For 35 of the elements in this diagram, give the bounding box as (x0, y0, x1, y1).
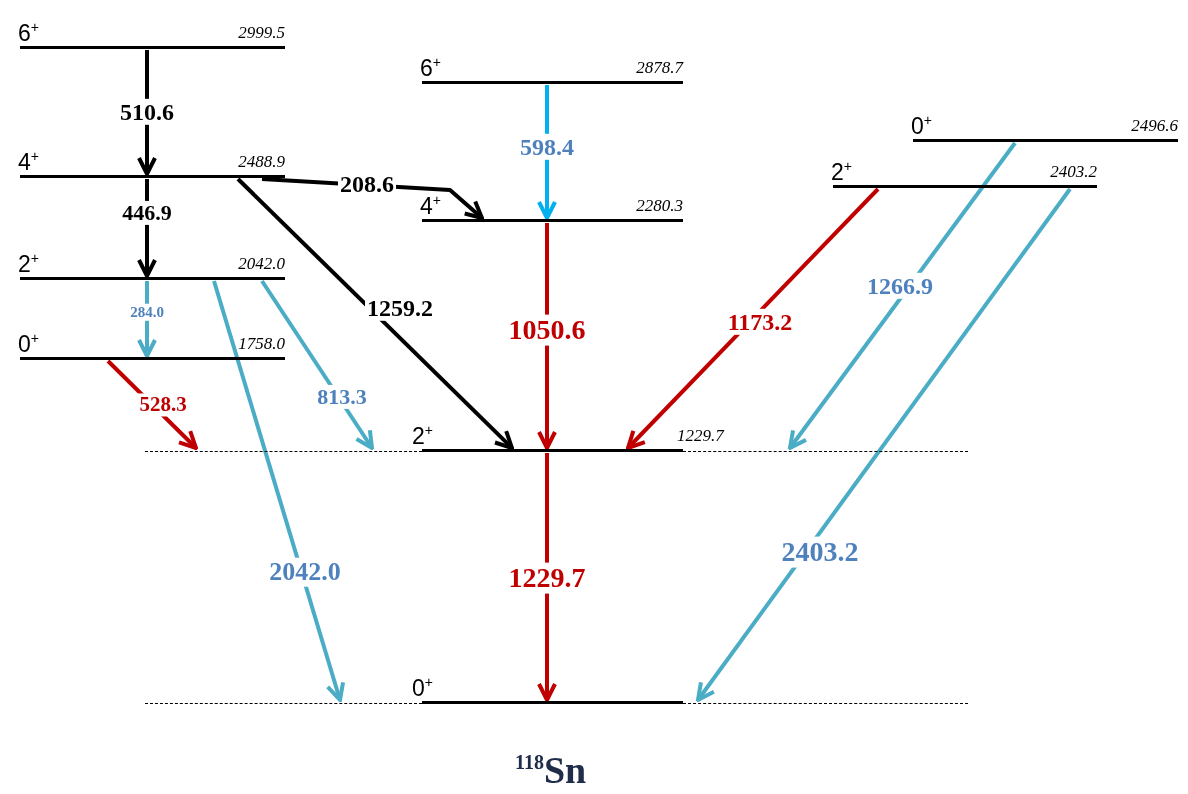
edge-label: 813.3 (315, 384, 369, 410)
energy-value: 2280.3 (636, 197, 683, 215)
spin-parity-label: 6$^{+}$ (420, 53, 441, 80)
edge-label: 446.9 (120, 200, 174, 226)
spin-parity-label: 2$^{+}$ (412, 421, 433, 448)
edge-label: 528.3 (137, 393, 189, 417)
transition-arrow (236, 177, 514, 450)
transition-arrow (696, 187, 1072, 702)
transition-arrow (626, 187, 880, 450)
energy-value: 2488.9 (238, 153, 285, 171)
caption: $^{118}$Sn (515, 748, 587, 792)
spin-parity-label: 0$^{+}$ (18, 329, 39, 356)
energy-value: 2042.0 (238, 255, 285, 273)
spin-parity-label: 4$^{+}$ (18, 147, 39, 174)
edge-label: 510.6 (118, 98, 176, 126)
spin-parity-label: 0$^{+}$ (412, 673, 433, 700)
edge-label: 1266.9 (865, 272, 935, 300)
energy-value: 1758.0 (238, 335, 285, 353)
transition-arrow (260, 279, 374, 450)
transition-arrow (212, 280, 346, 702)
edge-label: 598.4 (518, 133, 576, 161)
energy-value: 2403.2 (1050, 163, 1097, 181)
edge-label: 2042.0 (267, 557, 343, 587)
energy-value: 2496.6 (1131, 117, 1178, 135)
transition-arrow (788, 141, 1017, 450)
spin-parity-label: 2$^{+}$ (831, 157, 852, 184)
spin-parity-label: 6$^{+}$ (18, 18, 39, 45)
energy-value: 2999.5 (238, 24, 285, 42)
spin-parity-label: 0$^{+}$ (911, 111, 932, 138)
edge-label: 2403.2 (779, 536, 861, 568)
spin-parity-label: 2$^{+}$ (18, 249, 39, 276)
energy-value: 1229.7 (677, 427, 724, 445)
energy-value: 2878.7 (636, 59, 683, 77)
spin-parity-label: 4$^{+}$ (420, 191, 441, 218)
edge-label: 284.0 (128, 303, 166, 321)
